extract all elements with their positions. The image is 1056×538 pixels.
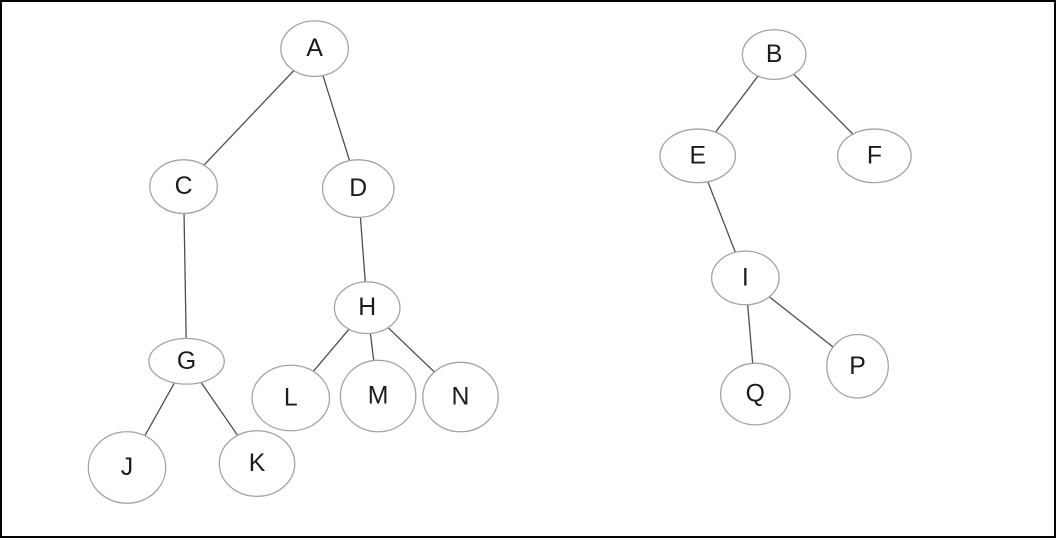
node-label-P: P (849, 353, 866, 380)
node-K: K (218, 430, 296, 497)
node-ellipse-I (710, 250, 780, 306)
node-label-M: M (368, 383, 389, 410)
node-label-N: N (452, 384, 470, 411)
nodes-layer: A C D G J K H L M N B E F I Q P (87, 20, 912, 504)
node-ellipse-B (741, 29, 807, 81)
node-ellipse-L (251, 364, 331, 432)
node-ellipse-N (422, 361, 499, 433)
node-A: A (280, 20, 349, 78)
node-label-I: I (742, 264, 749, 291)
node-label-E: E (689, 142, 706, 169)
node-label-C: C (175, 173, 193, 200)
node-I: I (710, 250, 780, 306)
node-label-D: D (349, 175, 367, 202)
node-ellipse-C (149, 159, 218, 215)
node-ellipse-D (321, 159, 395, 219)
node-label-K: K (249, 450, 266, 477)
node-label-H: H (358, 294, 376, 321)
node-label-J: J (121, 454, 133, 481)
node-label-F: F (867, 142, 882, 169)
node-L: L (251, 364, 331, 432)
node-E: E (659, 128, 737, 184)
node-ellipse-M (339, 359, 417, 433)
node-ellipse-J (87, 431, 167, 504)
node-Q: Q (719, 362, 791, 426)
node-G: G (148, 337, 225, 385)
node-ellipse-K (218, 430, 296, 497)
node-M: M (339, 359, 417, 433)
node-label-A: A (306, 35, 323, 62)
node-J: J (87, 431, 167, 504)
edge-A-C (183, 48, 316, 188)
node-label-B: B (766, 41, 783, 68)
node-ellipse-A (280, 20, 349, 78)
node-ellipse-Q (719, 362, 791, 426)
node-ellipse-F (837, 128, 912, 184)
node-ellipse-E (659, 128, 737, 184)
node-label-Q: Q (746, 381, 765, 408)
node-D: D (321, 159, 395, 219)
node-C: C (149, 159, 218, 215)
node-ellipse-G (148, 337, 225, 385)
edge-C-G (182, 186, 188, 362)
node-ellipse-H (333, 281, 401, 335)
node-F: F (837, 128, 912, 184)
node-P: P (826, 333, 889, 399)
node-ellipse-P (826, 333, 889, 399)
node-H: H (333, 281, 401, 335)
node-N: N (422, 361, 499, 433)
node-label-L: L (284, 385, 298, 412)
node-label-G: G (177, 348, 196, 375)
node-B: B (741, 29, 807, 81)
